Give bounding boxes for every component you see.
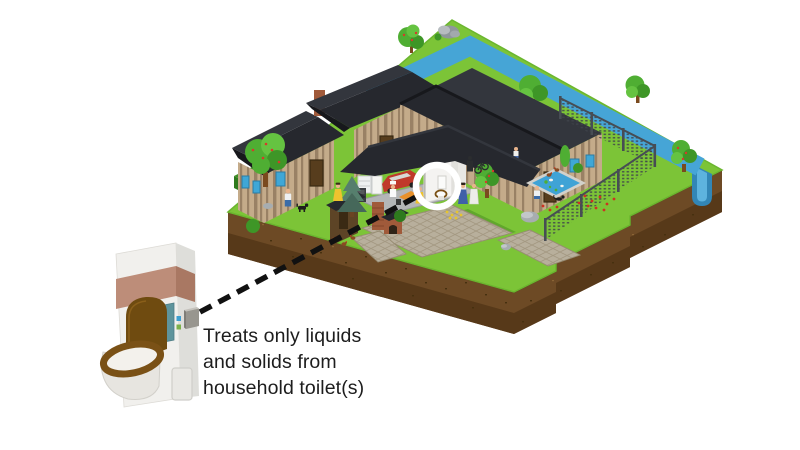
round-tree-right-inner (519, 75, 548, 108)
duck (560, 184, 564, 188)
rock (263, 203, 273, 209)
rock-top (434, 25, 460, 41)
duck (549, 178, 553, 182)
band-side (176, 266, 195, 302)
brick-pillar (372, 202, 384, 230)
bush (394, 210, 406, 222)
woman-blue-dress (458, 182, 468, 204)
yellow-flowers (445, 210, 463, 220)
band-front (116, 266, 176, 309)
window (585, 154, 595, 168)
cat (553, 194, 565, 201)
garden-pond (526, 168, 586, 198)
mesh-fence (544, 96, 657, 241)
courtyard-patio (360, 204, 514, 258)
bush (246, 219, 260, 233)
man-with-dog (284, 188, 309, 212)
rock (521, 211, 539, 223)
annotation-line: and solids from (203, 351, 337, 373)
apple-tree-right (671, 140, 697, 172)
toilet-bowl (99, 340, 165, 400)
window (252, 180, 261, 194)
cabin-left (232, 111, 344, 223)
stone-paths (351, 204, 582, 267)
toilet-in-house (434, 175, 448, 200)
homestead-island (226, 19, 724, 334)
waterfall (692, 164, 712, 206)
apple-tree-left (245, 133, 287, 187)
chickens (331, 167, 560, 246)
toilet-lid-open (126, 296, 167, 354)
round-tree-top (398, 24, 424, 53)
button-green (176, 324, 181, 330)
person-white-robe (469, 183, 479, 205)
bush (573, 163, 583, 173)
red-flowers (541, 194, 616, 212)
chef-figure (389, 181, 397, 197)
cypress-tree (560, 145, 570, 167)
toilet-treatment-unit (99, 242, 199, 408)
annotation-line: household toilet(s) (203, 377, 365, 399)
woman-yellow-walking (333, 182, 343, 201)
path-to-edge (496, 229, 582, 267)
window (241, 175, 250, 189)
pine-tree (337, 176, 367, 217)
magnifier-ring (412, 161, 462, 211)
window (275, 171, 286, 187)
annotation-line: Treats only liquids (203, 325, 362, 347)
round-tree-right-outer (625, 75, 650, 103)
path-left (351, 230, 407, 263)
gardener-at-pond (534, 186, 540, 199)
annotation-text: Treats only liquids and solids from hous… (203, 323, 364, 401)
door (309, 159, 324, 187)
dispenser-box (184, 307, 199, 329)
button-blue (176, 316, 181, 321)
rock (501, 243, 511, 251)
dog (296, 203, 309, 212)
access-panel (171, 367, 193, 401)
cyclist-figure (467, 156, 489, 174)
